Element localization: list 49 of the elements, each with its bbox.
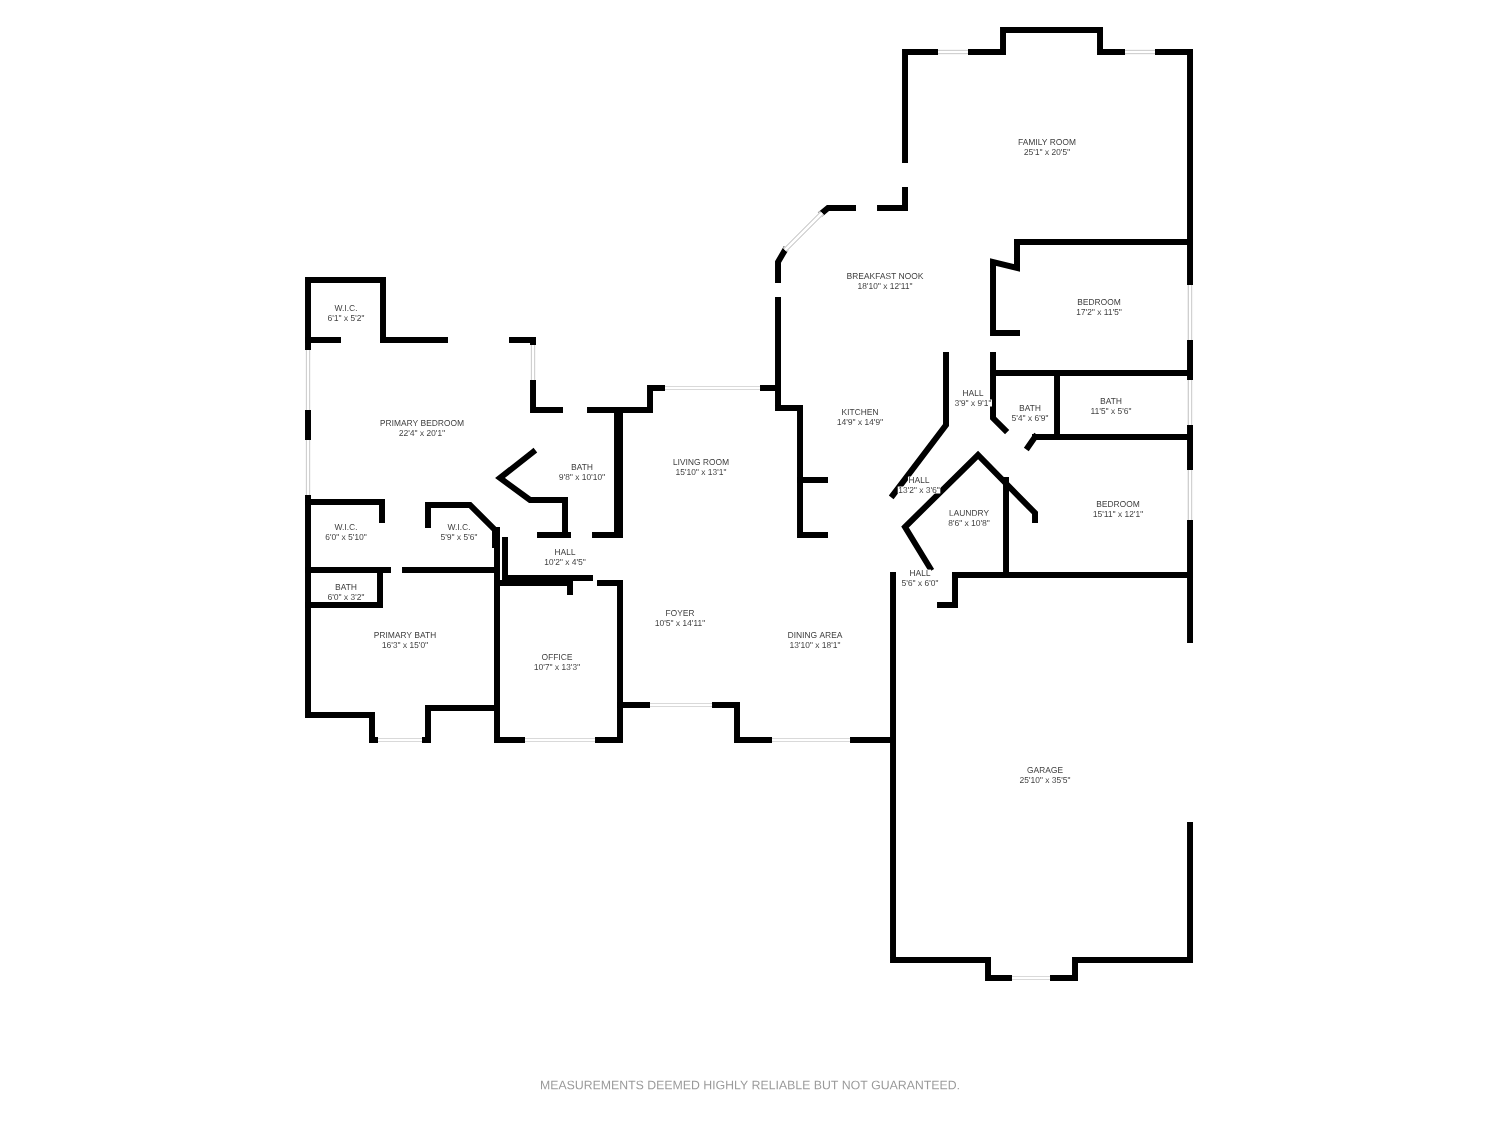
room-name: BATH — [1099, 397, 1123, 405]
room-dimensions: 25'1" x 20'5" — [1023, 148, 1071, 156]
room-name: GARAGE — [1026, 766, 1064, 774]
room-name: PRIMARY BEDROOM — [379, 419, 465, 427]
room-dimensions: 13'10" x 18'1" — [789, 641, 841, 649]
room-dimensions: 11'5" x 5'6" — [1090, 407, 1132, 415]
room-name: LIVING ROOM — [672, 458, 730, 466]
room-name: BREAKFAST NOOK — [846, 272, 924, 280]
room-dimensions: 25'10" x 35'5" — [1019, 776, 1071, 784]
room-name: LAUNDRY — [948, 509, 990, 517]
room-name: HALL — [908, 569, 932, 577]
room-dimensions: 15'10" x 13'1" — [675, 468, 727, 476]
room-name: BATH — [334, 583, 358, 591]
room-dimensions: 5'4" x 6'9" — [1011, 414, 1049, 422]
room-name: HALL — [907, 476, 931, 484]
room-name: BEDROOM — [1076, 298, 1122, 306]
room-dimensions: 10'5" x 14'11" — [654, 619, 706, 627]
room-name: OFFICE — [541, 653, 573, 661]
room-dimensions: 5'9" x 5'6" — [440, 533, 478, 541]
room-name: W.I.C. — [447, 523, 471, 531]
room-dimensions: 5'6" x 6'0" — [901, 579, 939, 587]
room-dimensions: 22'4" x 20'1" — [398, 429, 446, 437]
room-dimensions: 16'3" x 15'0" — [381, 641, 429, 649]
room-name: HALL — [553, 548, 577, 556]
room-dimensions: 9'8" x 10'10" — [558, 473, 606, 481]
room-name: FOYER — [664, 609, 696, 617]
room-dimensions: 6'1" x 5'2" — [327, 314, 365, 322]
room-dimensions: 6'0" x 5'10" — [324, 533, 368, 541]
disclaimer-note: MEASUREMENTS DEEMED HIGHLY RELIABLE BUT NOT GUARANTEED. — [541, 1080, 959, 1090]
room-dimensions: 18'10" x 12'11" — [857, 282, 914, 290]
room-name: DINING AREA — [787, 631, 843, 639]
room-dimensions: 10'2" x 4'5" — [543, 558, 587, 566]
room-name: W.I.C. — [334, 523, 358, 531]
room-name: HALL — [961, 389, 985, 397]
room-name: BEDROOM — [1095, 500, 1141, 508]
room-name: PRIMARY BATH — [373, 631, 437, 639]
room-name: KITCHEN — [841, 408, 880, 416]
room-dimensions: 8'6" x 10'8" — [947, 519, 991, 527]
room-dimensions: 14'9" x 14'9" — [836, 418, 884, 426]
room-name: BATH — [1018, 404, 1042, 412]
room-name: W.I.C. — [334, 304, 358, 312]
room-dimensions: 17'2" x 11'5" — [1075, 308, 1123, 316]
room-dimensions: 13'2" x 3'6" — [897, 486, 941, 494]
room-dimensions: 15'11" x 12'1" — [1092, 510, 1144, 518]
room-name: BATH — [570, 463, 594, 471]
room-dimensions: 6'0" x 3'2" — [327, 593, 365, 601]
room-name: FAMILY ROOM — [1017, 138, 1077, 146]
room-dimensions: 3'9" x 9'1" — [954, 399, 992, 407]
room-dimensions: 10'7" x 13'3" — [533, 663, 581, 671]
